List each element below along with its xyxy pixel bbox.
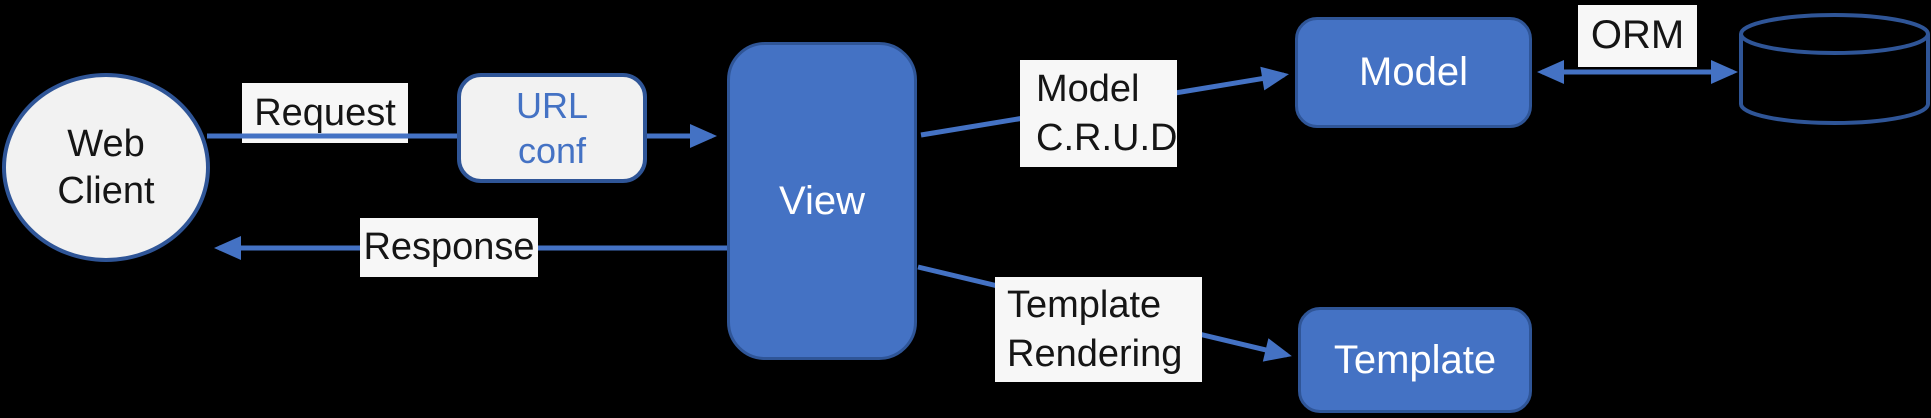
model-label: Model	[1359, 50, 1468, 95]
web-client-label-line1: Web	[67, 123, 145, 166]
url-conf-node: URL conf	[457, 73, 647, 183]
template-rendering-label: Template Rendering	[995, 277, 1202, 382]
template-node: Template	[1298, 307, 1532, 413]
request-label: Request	[242, 83, 408, 143]
template-label: Template	[1333, 337, 1497, 382]
web-client-label-line2: Client	[57, 169, 155, 212]
url-conf-label-line2: conf	[517, 130, 587, 171]
web-client-node: Web Client	[2, 73, 210, 262]
model-node: Model	[1295, 17, 1532, 128]
model-crud-label: Model C.R.U.D	[1020, 60, 1177, 167]
response-label: Response	[360, 218, 538, 277]
view-node: View	[727, 42, 917, 360]
database-cylinder-icon	[1739, 13, 1930, 125]
view-label: View	[779, 178, 865, 223]
orm-label: ORM	[1578, 5, 1697, 67]
url-conf-label-line1: URL	[515, 84, 589, 126]
